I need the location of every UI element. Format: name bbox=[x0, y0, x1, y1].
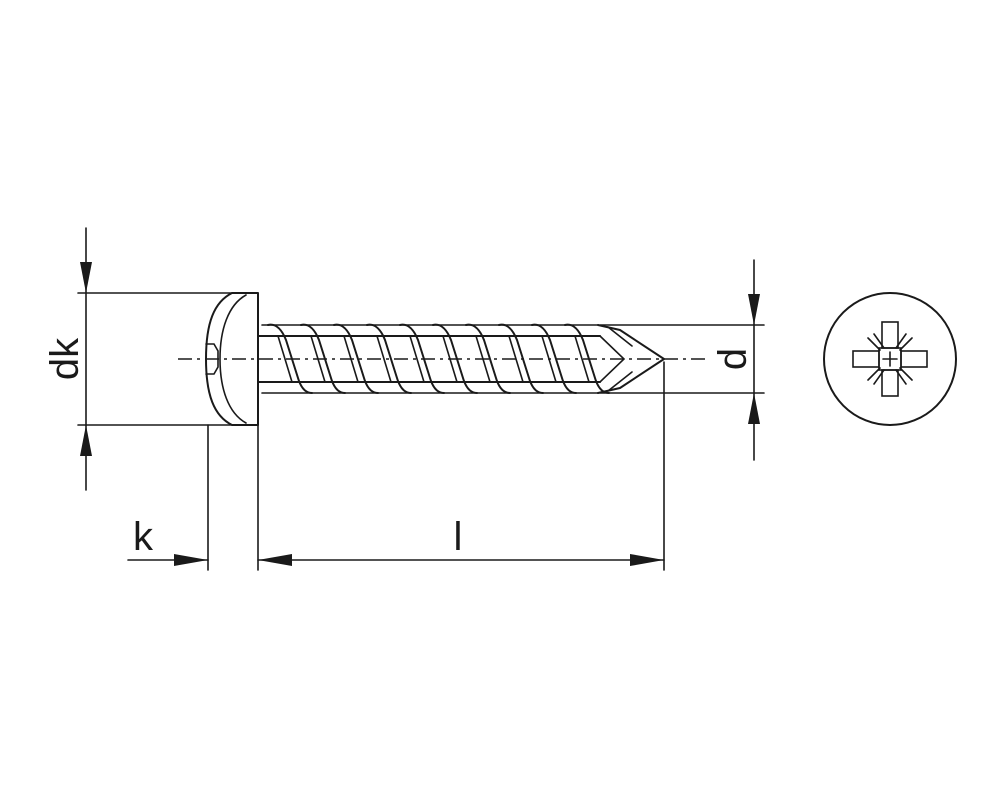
recess-arm-left bbox=[852, 350, 880, 368]
l-label: l bbox=[454, 515, 463, 559]
l-arrow-left bbox=[258, 554, 292, 566]
recess-center bbox=[878, 347, 902, 371]
recess-arm-top bbox=[881, 321, 899, 349]
d-label: d bbox=[711, 348, 755, 370]
thread-flank bbox=[574, 335, 590, 383]
thread-flank bbox=[310, 335, 326, 383]
screw-tip bbox=[597, 324, 665, 394]
l-arrow-right bbox=[630, 554, 664, 566]
thread-flank bbox=[442, 335, 458, 383]
recess-diagonals-2 bbox=[873, 333, 907, 385]
thread-flank bbox=[277, 335, 293, 383]
dimension-d: d bbox=[599, 259, 765, 461]
thread-flank bbox=[376, 335, 392, 383]
head-inner-contour bbox=[219, 294, 247, 424]
recess-arm-bottom bbox=[881, 369, 899, 397]
head-recess bbox=[205, 343, 219, 375]
thread-flank bbox=[475, 335, 491, 383]
head-outline-circle bbox=[823, 292, 957, 426]
screw-side-view-icon bbox=[205, 292, 665, 426]
d-arrow-top bbox=[748, 294, 760, 325]
dimension-dk: dk bbox=[43, 227, 233, 491]
recess-arm-right bbox=[900, 350, 928, 368]
dk-arrow-bottom bbox=[80, 425, 92, 456]
tip-inner bbox=[599, 335, 626, 383]
thread-flank bbox=[409, 335, 425, 383]
dk-label: dk bbox=[43, 337, 87, 380]
pozidriv-recess-icon bbox=[823, 292, 957, 426]
k-arrow bbox=[174, 554, 208, 566]
thread-flank bbox=[541, 335, 557, 383]
dimension-l: l bbox=[257, 361, 665, 571]
thread-flank bbox=[343, 335, 359, 383]
thread-flank bbox=[508, 335, 524, 383]
recess-diagonals bbox=[867, 337, 913, 381]
screw-head bbox=[205, 292, 259, 426]
k-label: k bbox=[133, 515, 154, 559]
d-arrow-bottom bbox=[748, 393, 760, 424]
tip-thread-run-out bbox=[607, 326, 633, 392]
dimension-k: k bbox=[127, 424, 259, 571]
dk-arrow-top bbox=[80, 262, 92, 293]
